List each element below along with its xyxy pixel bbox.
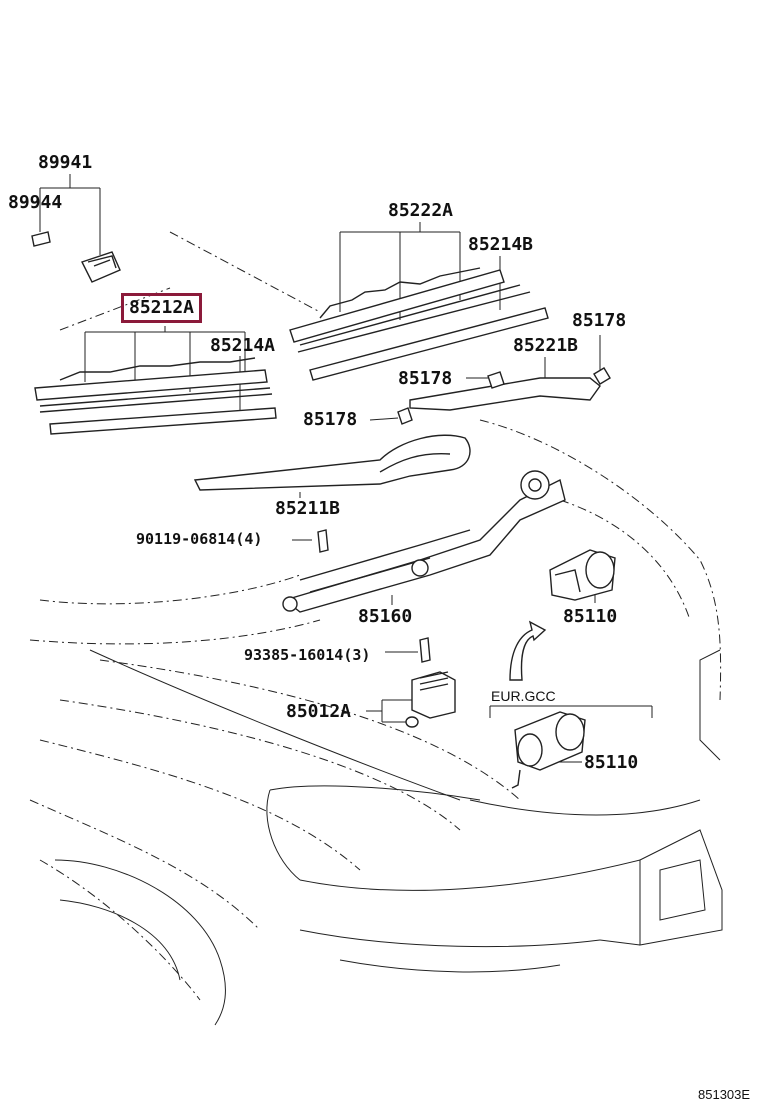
label-85211b: 85211B [275,498,341,519]
label-85178-right: 85178 [572,310,627,331]
label-eur-gcc: EUR.GCC [491,688,556,704]
wiper-blade-left [34,357,277,435]
wiper-motor-top [549,549,616,601]
wiper-arm-right [409,367,611,411]
body-outline [29,231,723,1026]
wiper-blade-right [289,267,549,381]
label-89944: 89944 [8,192,63,213]
label-85160: 85160 [358,606,413,627]
leader-lines [39,174,653,763]
clip-89941 [81,251,121,283]
wiper-motor-eur-gcc [511,711,586,789]
bolt-93385 [419,637,431,663]
label-89941: 89941 [38,152,93,173]
label-85110-top: 85110 [563,606,618,627]
diagram-code: 851303E [698,1087,751,1102]
label-85178-mid: 85178 [398,368,453,389]
label-93385-16014: 93385-16014(3) [244,646,371,664]
wiper-linkage [282,470,566,613]
label-85110-bottom: 85110 [584,752,639,773]
label-90119-06814: 90119-06814(4) [136,530,263,548]
direction-arrow [509,620,547,681]
clip-89944 [31,231,51,247]
label-85221b: 85221B [513,335,579,356]
label-85214a: 85214A [210,335,276,356]
label-85178-left: 85178 [303,409,358,430]
label-85214b: 85214B [468,234,534,255]
label-85212a-highlighted: 85212A [121,293,203,323]
wiper-arm-left [193,407,471,491]
bracket-85012a [405,671,456,728]
label-85222a: 85222A [388,200,454,221]
label-85012a: 85012A [286,701,352,722]
